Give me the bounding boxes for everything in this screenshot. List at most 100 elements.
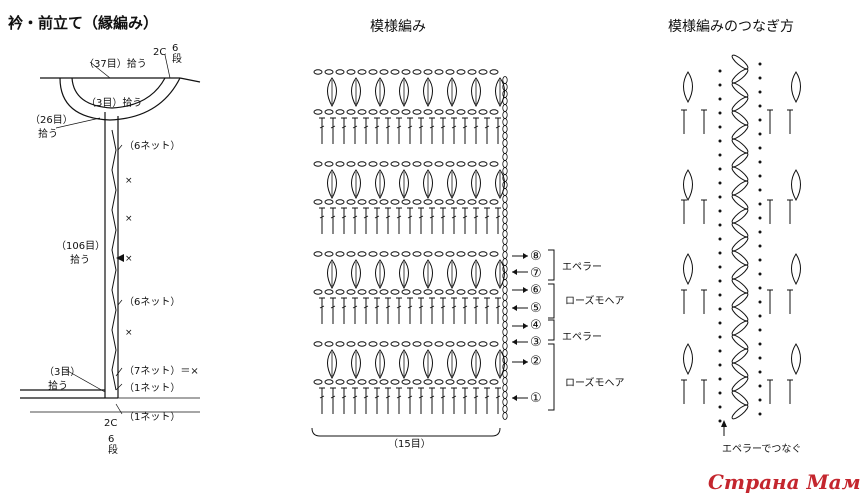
row-arrowhead (512, 339, 517, 345)
joining-loop (731, 320, 749, 336)
chain-stitch (412, 289, 422, 295)
dc-bar (363, 215, 369, 219)
chain-stitch (456, 69, 466, 75)
chain-stitch (456, 289, 466, 295)
chain-stitch (478, 109, 488, 115)
joining-loop (731, 166, 749, 182)
chain-stitch (445, 69, 455, 75)
yarn-label-b: ローズモヘア (565, 296, 625, 307)
chain-stitch (401, 341, 411, 347)
left-title: 衿・前立て（縁編み） (8, 14, 159, 32)
chain-stitch (478, 379, 488, 385)
chain-stitch (401, 251, 411, 257)
chain-stitch (489, 109, 499, 115)
chain-stitch (467, 251, 477, 257)
chain-dot (718, 363, 722, 367)
dc-bar (363, 305, 369, 309)
cluster-stitch (351, 349, 361, 380)
chain-stitch (445, 199, 455, 205)
mid-count-label: （106目） (56, 241, 106, 252)
cluster-stitch (447, 77, 457, 108)
dc-bar (495, 395, 501, 399)
inner-count-label: （3目）拾う (86, 98, 143, 109)
chain-stitch (467, 289, 477, 295)
row-marker-7: ⑦ (530, 266, 542, 281)
cluster-stitch (375, 259, 385, 290)
bottom-pick-label: 拾う (48, 381, 68, 392)
dc-bar (418, 125, 424, 129)
chain-stitch (379, 251, 389, 257)
chain-stitch (423, 251, 433, 257)
chain-stitch (313, 341, 323, 347)
chain-stitch (335, 199, 345, 205)
dc-bar (363, 125, 369, 129)
dc-bar (462, 305, 468, 309)
joining-loop (731, 404, 749, 420)
dc-bar (418, 305, 424, 309)
chain-stitch (346, 251, 356, 257)
chain-stitch (368, 251, 378, 257)
cluster-stitch (471, 77, 481, 108)
chain-dot (718, 377, 722, 381)
chain-stitch (445, 379, 455, 385)
chain-stitch (357, 109, 367, 115)
row-marker-6: ⑥ (530, 283, 542, 298)
dc-bar (341, 305, 347, 309)
chain-stitch (401, 199, 411, 205)
dc-bar (330, 125, 336, 129)
chain-dot (718, 125, 722, 129)
chain-stitch (434, 161, 444, 167)
dc-bar (396, 125, 402, 129)
dc-bar (396, 215, 402, 219)
chain-stitch (313, 69, 323, 75)
chain-stitch (379, 289, 389, 295)
cluster-stitch (683, 253, 693, 286)
row-marker-8: ⑧ (530, 249, 542, 264)
dc-bar (429, 305, 435, 309)
cluster-stitch (495, 169, 505, 200)
chain-stitch (335, 379, 345, 385)
dc-bar (374, 395, 380, 399)
chain-stitch (467, 161, 477, 167)
dc-bar (374, 215, 380, 219)
dc-bar (385, 215, 391, 219)
dc-bar (440, 305, 446, 309)
dc-bar (385, 305, 391, 309)
chain-stitch (324, 289, 334, 295)
x-mark: × (125, 176, 133, 186)
chain-dot (758, 300, 762, 304)
chain-stitch (401, 109, 411, 115)
chain-dot (718, 139, 722, 143)
chain-stitch (357, 161, 367, 167)
chain-stitch (489, 161, 499, 167)
dc-bar (462, 395, 468, 399)
chain-dot (758, 328, 762, 332)
yarn-label-d: ローズモヘア (565, 378, 625, 389)
cluster-stitch (471, 259, 481, 290)
row-marker-2: ② (530, 354, 542, 369)
chain-stitch (346, 199, 356, 205)
dc-bar (407, 215, 413, 219)
foundation-bracket (311, 427, 501, 437)
cluster-stitch (495, 77, 505, 108)
net1-a-label: （1ネット） (124, 383, 181, 394)
cluster-stitch (423, 169, 433, 200)
chain-stitch (456, 341, 466, 347)
cluster-stitch (399, 169, 409, 200)
chain-dot (758, 286, 762, 290)
dc-bar (396, 305, 402, 309)
joining-loop (731, 362, 749, 378)
chain-dot (718, 293, 722, 297)
chain-stitch (390, 341, 400, 347)
cluster-stitch (447, 259, 457, 290)
joining-loop (731, 54, 749, 70)
chain-stitch (445, 161, 455, 167)
dc-bar (451, 125, 457, 129)
net6-a-label: （6ネット） (124, 141, 181, 152)
chain-dot (758, 342, 762, 346)
chain-stitch (313, 289, 323, 295)
chain-stitch (313, 161, 323, 167)
dc-bar (418, 395, 424, 399)
chain-stitch (423, 341, 433, 347)
dc-bar (341, 215, 347, 219)
